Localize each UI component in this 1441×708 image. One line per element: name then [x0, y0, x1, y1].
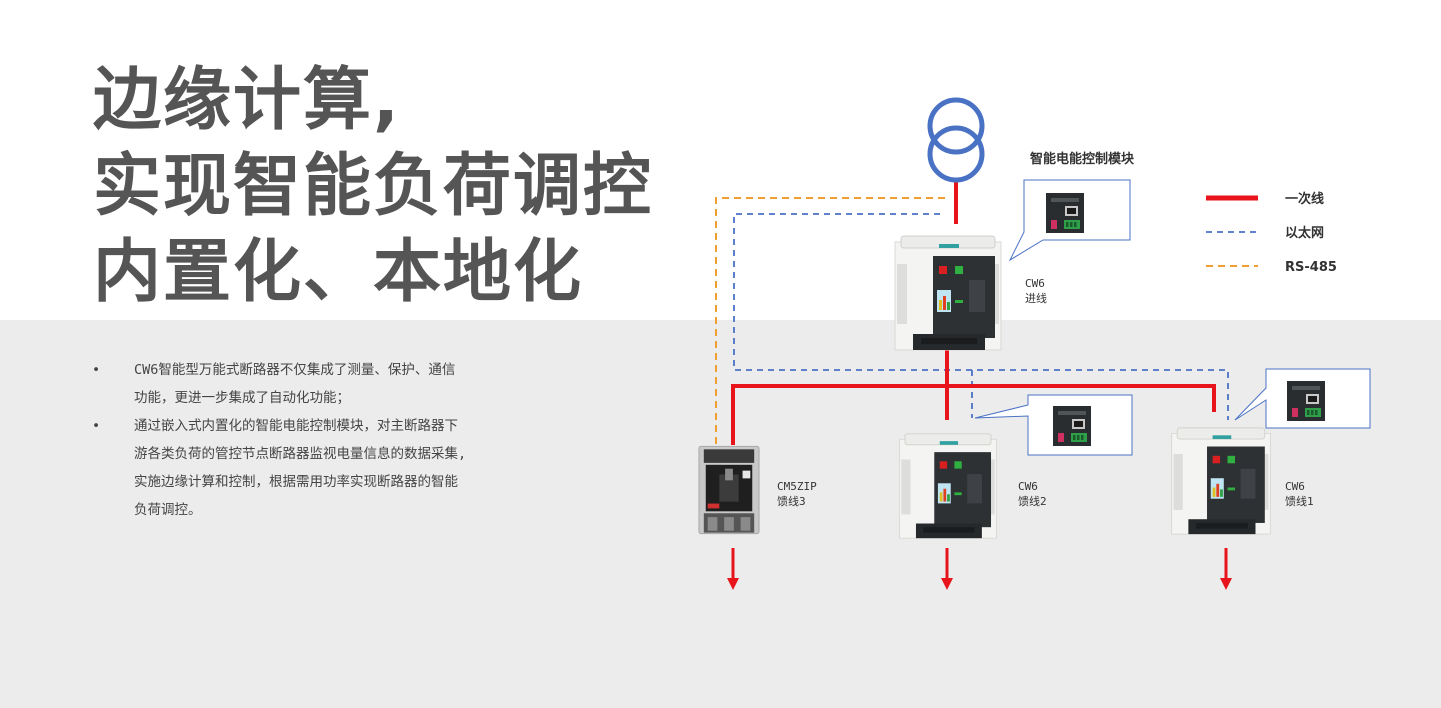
feeder2-model-label: CW6	[1018, 480, 1038, 493]
bullet-line: 游各类负荷的管控节点断路器监视电量信息的数据采集,	[134, 446, 467, 462]
control-module-image	[1053, 406, 1091, 446]
transformer-icon	[927, 97, 985, 183]
bullet-line: 负荷调控。	[134, 502, 202, 518]
module-title: 智能电能控制模块	[1030, 151, 1135, 167]
module-callout-top	[1008, 179, 1131, 262]
headline-line-2: 实现智能负荷调控	[93, 147, 654, 226]
feeder3-breaker-image	[698, 445, 760, 535]
bullet-marker: •	[92, 362, 101, 378]
feeder2-breaker-image	[898, 433, 998, 539]
legend-label-rs485: RS-485	[1285, 260, 1337, 275]
legend-label-primary: 一次线	[1285, 191, 1324, 207]
incoming-model-label: CW6	[1025, 277, 1045, 290]
legend-label-ethernet: 以太网	[1285, 225, 1324, 241]
module-callout-feeder1	[1234, 368, 1371, 429]
feeder1-role-label: 馈线1	[1285, 494, 1314, 508]
legend: 一次线 以太网 RS-485	[1206, 191, 1337, 275]
feeder1-breaker-image	[1171, 427, 1271, 535]
primary-line	[731, 180, 1216, 445]
incoming-breaker-image	[894, 235, 1002, 351]
ethernet-line	[733, 213, 1229, 420]
headline-line-3: 内置化、本地化	[93, 233, 584, 312]
feeder2-role-label: 馈线2	[1018, 494, 1047, 508]
bullet-line: 通过嵌入式内置化的智能电能控制模块，对主断路器下	[134, 418, 458, 434]
feeder3-model-label: CM5ZIP	[777, 480, 817, 493]
bullet-line: 实施边缘计算和控制，根据需用功率实现断路器的智能	[134, 474, 458, 490]
bullet-line: CW6智能型万能式断路器不仅集成了测量、保护、通信	[134, 362, 456, 378]
feeder1-model-label: CW6	[1285, 480, 1305, 493]
control-module-image	[1287, 381, 1325, 421]
bullet-list: • CW6智能型万能式断路器不仅集成了测量、保护、通信 功能，更进一步集成了自动…	[92, 356, 562, 524]
module-callout-feeder2	[974, 394, 1133, 456]
bullet-item-1: • CW6智能型万能式断路器不仅集成了测量、保护、通信 功能，更进一步集成了自动…	[92, 356, 562, 412]
headline-line-1: 边缘计算,	[93, 61, 401, 140]
headline: 边缘计算, 实现智能负荷调控 内置化、本地化	[93, 58, 653, 316]
load-arrows	[727, 548, 1232, 590]
top-background	[0, 0, 1441, 320]
rs485-line	[715, 197, 945, 445]
bullet-marker: •	[92, 418, 101, 434]
incoming-role-label: 进线	[1025, 291, 1047, 305]
bullet-item-2: • 通过嵌入式内置化的智能电能控制模块，对主断路器下 游各类负荷的管控节点断路器…	[92, 412, 562, 524]
bullet-line: 功能，更进一步集成了自动化功能；	[134, 390, 350, 406]
control-module-image	[1046, 193, 1084, 233]
feeder3-role-label: 馈线3	[777, 494, 806, 508]
